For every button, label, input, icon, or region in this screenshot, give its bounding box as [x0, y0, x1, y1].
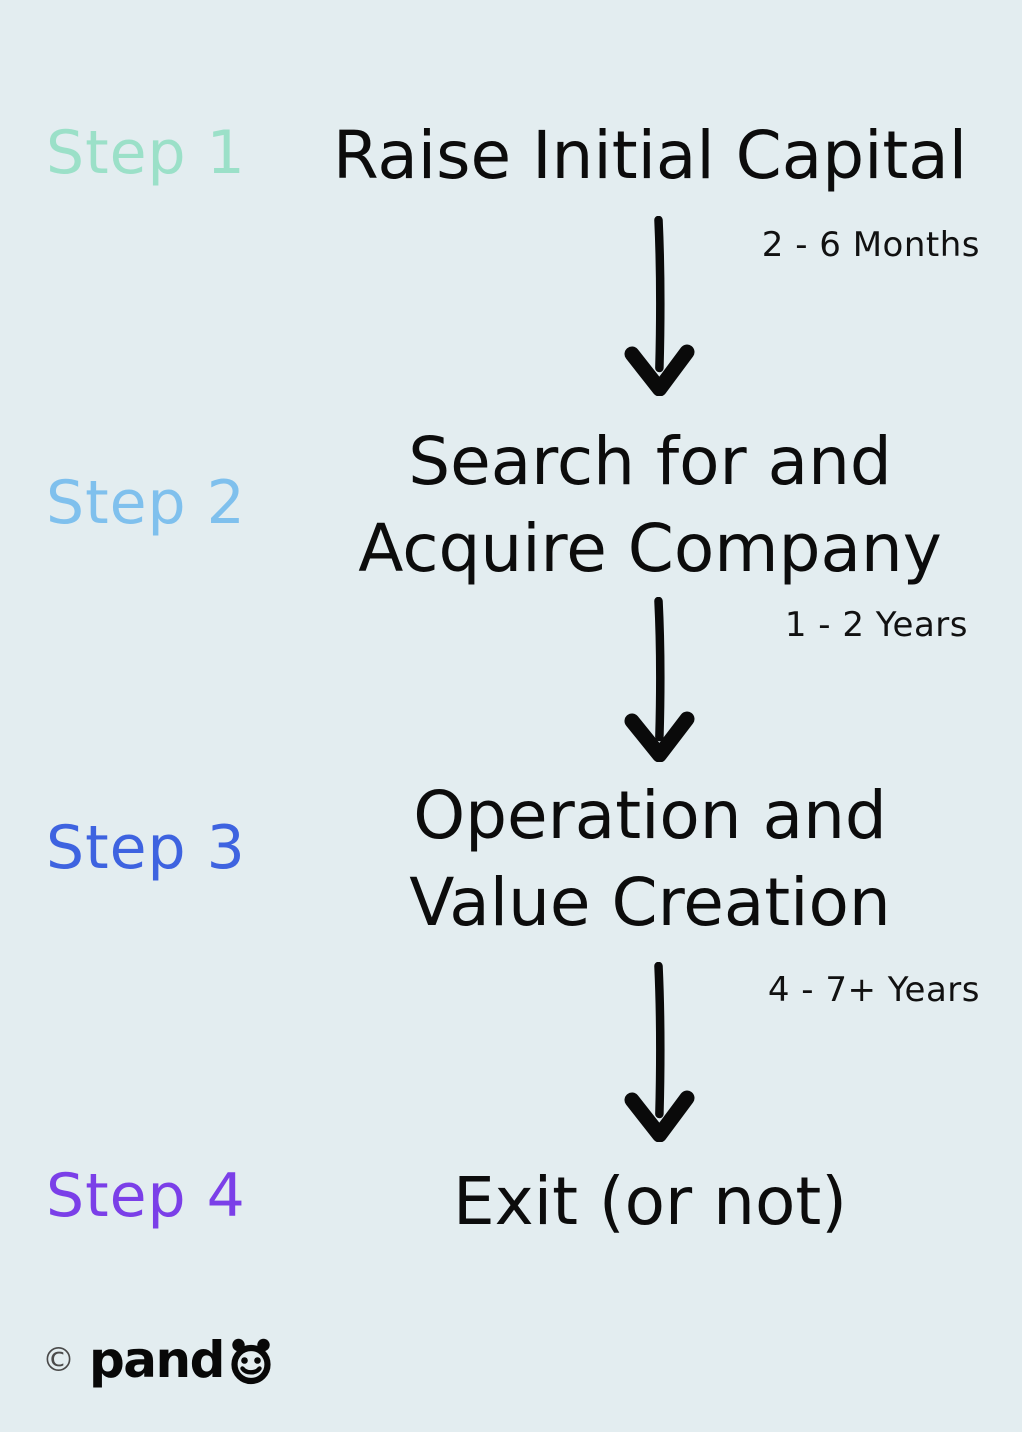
step-4-heading: Exit (or not) [452, 1163, 848, 1240]
step-2-label: Step 2 [46, 468, 246, 538]
brand-logo: © pand [42, 1334, 277, 1385]
panda-face-icon [231, 1338, 271, 1385]
step-2-heading: Search for and Acquire Company [358, 423, 942, 588]
step-3-heading: Operation and Value Creation [409, 777, 891, 942]
brand-wordmark: pand [89, 1334, 277, 1385]
copyright-icon: © [42, 1340, 75, 1379]
connector-arrow-1 [614, 216, 704, 396]
connector-arrow-2 [614, 597, 704, 762]
duration-label-2: 1 - 2 Years [784, 605, 968, 645]
connector-arrow-3 [614, 962, 704, 1142]
down-arrow-icon [624, 597, 695, 762]
brand-text: pand [89, 1331, 225, 1389]
duration-label-3: 4 - 7+ Years [767, 970, 980, 1010]
down-arrow-icon [624, 962, 695, 1142]
down-arrow-icon [624, 216, 695, 396]
step-1-label: Step 1 [46, 118, 246, 188]
step-1-heading: Raise Initial Capital [332, 117, 968, 194]
duration-label-1: 2 - 6 Months [761, 225, 980, 265]
step-3-label: Step 3 [46, 813, 246, 883]
step-4-label: Step 4 [46, 1161, 246, 1231]
